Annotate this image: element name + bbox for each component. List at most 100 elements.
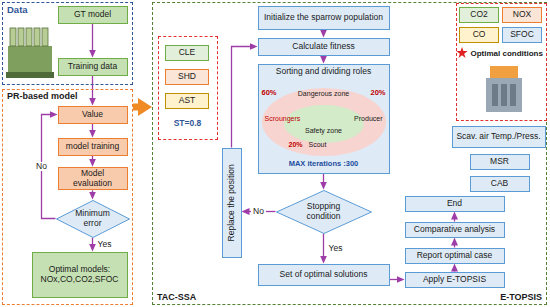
node-text: Optimal models: NOx,CO,CO2,SFOC: [36, 265, 124, 285]
node-text: Scout: [309, 141, 327, 149]
node-text: E-TOPSIS: [500, 292, 542, 302]
node-text: Dangerous zone: [259, 90, 389, 98]
process-box: AST: [165, 93, 209, 109]
edge-label: No: [251, 207, 266, 216]
node-text: Apply E-TOPSIS: [423, 275, 486, 285]
engine-cylinder: [510, 84, 516, 106]
flow-arrow: [323, 234, 324, 258]
process-box: Apply E-TOPSIS: [405, 272, 505, 288]
engine-top: [490, 66, 518, 78]
process-box: CLE: [165, 45, 209, 61]
node-text: SHD: [178, 72, 196, 82]
parameter-group: ST=0.8 CLE SHD AST: [158, 36, 218, 140]
panel-frame: DataGT modelTraining data: [2, 2, 133, 85]
node-text: Replace the position: [227, 164, 237, 241]
node-text: 20%: [289, 141, 303, 149]
decision-diamond: Stopping condition: [276, 190, 372, 234]
process-box: CO: [459, 27, 499, 43]
node-text: Report optimal case: [417, 251, 493, 261]
flow-arrow: [92, 76, 93, 100]
node-text: AST: [179, 96, 196, 106]
node-text: Set of optimal solutions: [280, 270, 368, 280]
node-text: Stopping condition: [299, 202, 349, 222]
process-box: Initialize the sparrow population: [258, 6, 390, 30]
node-text: Scroungers: [265, 115, 301, 123]
node-text: Sorting and dividing roles: [259, 67, 389, 77]
panel-frame: TAC-SSA E-TOPSIS Initialize the sparrow po…: [152, 2, 547, 305]
node-text: Model evaluation: [62, 169, 124, 189]
process-box: Calculate fitness: [258, 38, 390, 56]
process-box: Set of optimal solutions: [258, 264, 390, 286]
node-text: MSR: [490, 157, 509, 167]
process-box: End: [405, 196, 505, 212]
node-text: NOX: [513, 10, 531, 20]
panel-frame: PR-based modelValue model trainingModel e…: [2, 89, 133, 305]
flow-arrow: [390, 279, 399, 280]
process-box: Scav. air Temp./Press.: [452, 126, 546, 148]
process-box: Optimal models: NOx,CO,CO2,SFOC: [32, 252, 128, 298]
process-box: MSR: [470, 154, 530, 170]
node-text: Value: [82, 110, 103, 120]
process-box: Comparative analysis: [405, 222, 505, 238]
process-box: model training: [58, 138, 128, 156]
flow-arrow: [92, 238, 93, 246]
node-text: MAX iterations :300: [259, 160, 389, 169]
node-text: SFOC: [510, 30, 534, 40]
engine-illustration: [6, 28, 54, 78]
process-box: Sorting and dividing rolesDangerous zone…: [258, 64, 390, 174]
node-text: CO2: [470, 10, 487, 20]
node-text: Producer: [354, 115, 382, 123]
edge-label: Yes: [327, 244, 345, 253]
engine-cylinder: [18, 28, 24, 46]
edge-label: No: [34, 162, 49, 171]
node-text: model training: [66, 142, 119, 152]
process-box: Value: [58, 106, 128, 124]
process-box: Report optimal case: [405, 248, 505, 264]
danger-zone: [262, 88, 386, 156]
process-box: GT model: [58, 6, 128, 24]
node-text: CAB: [491, 179, 508, 189]
process-box: Training data: [58, 58, 128, 76]
flow-arrow: [323, 56, 324, 58]
vertical-box: Replace the position: [222, 148, 242, 258]
node-text: Comparative analysis: [414, 225, 495, 235]
flow-arrow: [323, 174, 324, 184]
engine-body: [486, 78, 522, 112]
flow-arrow: [92, 156, 93, 161]
process-box: SHD: [165, 69, 209, 85]
node-text: Training data: [68, 62, 117, 72]
node-text: GT model: [74, 10, 111, 20]
flow-arrow: [92, 124, 93, 132]
node-text: 60%: [262, 89, 277, 98]
node-text: Optimal conditions: [471, 49, 543, 58]
engine-cylinder: [34, 28, 40, 46]
flow-arrow: [232, 47, 252, 148]
node-text: Minimum error: [74, 209, 112, 229]
node-text: End: [447, 199, 462, 209]
engine-cylinder: [501, 84, 507, 106]
flow-arrow: [323, 30, 324, 32]
node-text: Initialize the sparrow population: [264, 13, 383, 23]
node-text: 20%: [370, 89, 385, 98]
engine-cylinder: [492, 84, 498, 106]
result-group: Optimal conditions CO2 NOX CO SFOC: [456, 3, 547, 121]
block-arrow: [133, 104, 140, 111]
engine-cylinder: [10, 28, 16, 46]
node-text: TAC-SSA: [157, 292, 196, 302]
engine-block: [8, 46, 52, 72]
diamond-shape: [276, 190, 371, 233]
star-icon: [456, 47, 467, 58]
node-text: Safety zone: [259, 127, 389, 135]
process-box: CAB: [470, 176, 530, 192]
node-text: Calculate fitness: [292, 42, 354, 52]
node-text: PR-based model: [7, 91, 78, 101]
engine-cylinder: [42, 28, 48, 46]
flow-arrow: [92, 24, 93, 52]
process-box: NOX: [502, 7, 542, 23]
node-text: ST=0.8: [159, 119, 217, 129]
engine-base: [6, 72, 54, 78]
process-box: CO2: [459, 7, 499, 23]
safety-zone: [284, 105, 364, 143]
